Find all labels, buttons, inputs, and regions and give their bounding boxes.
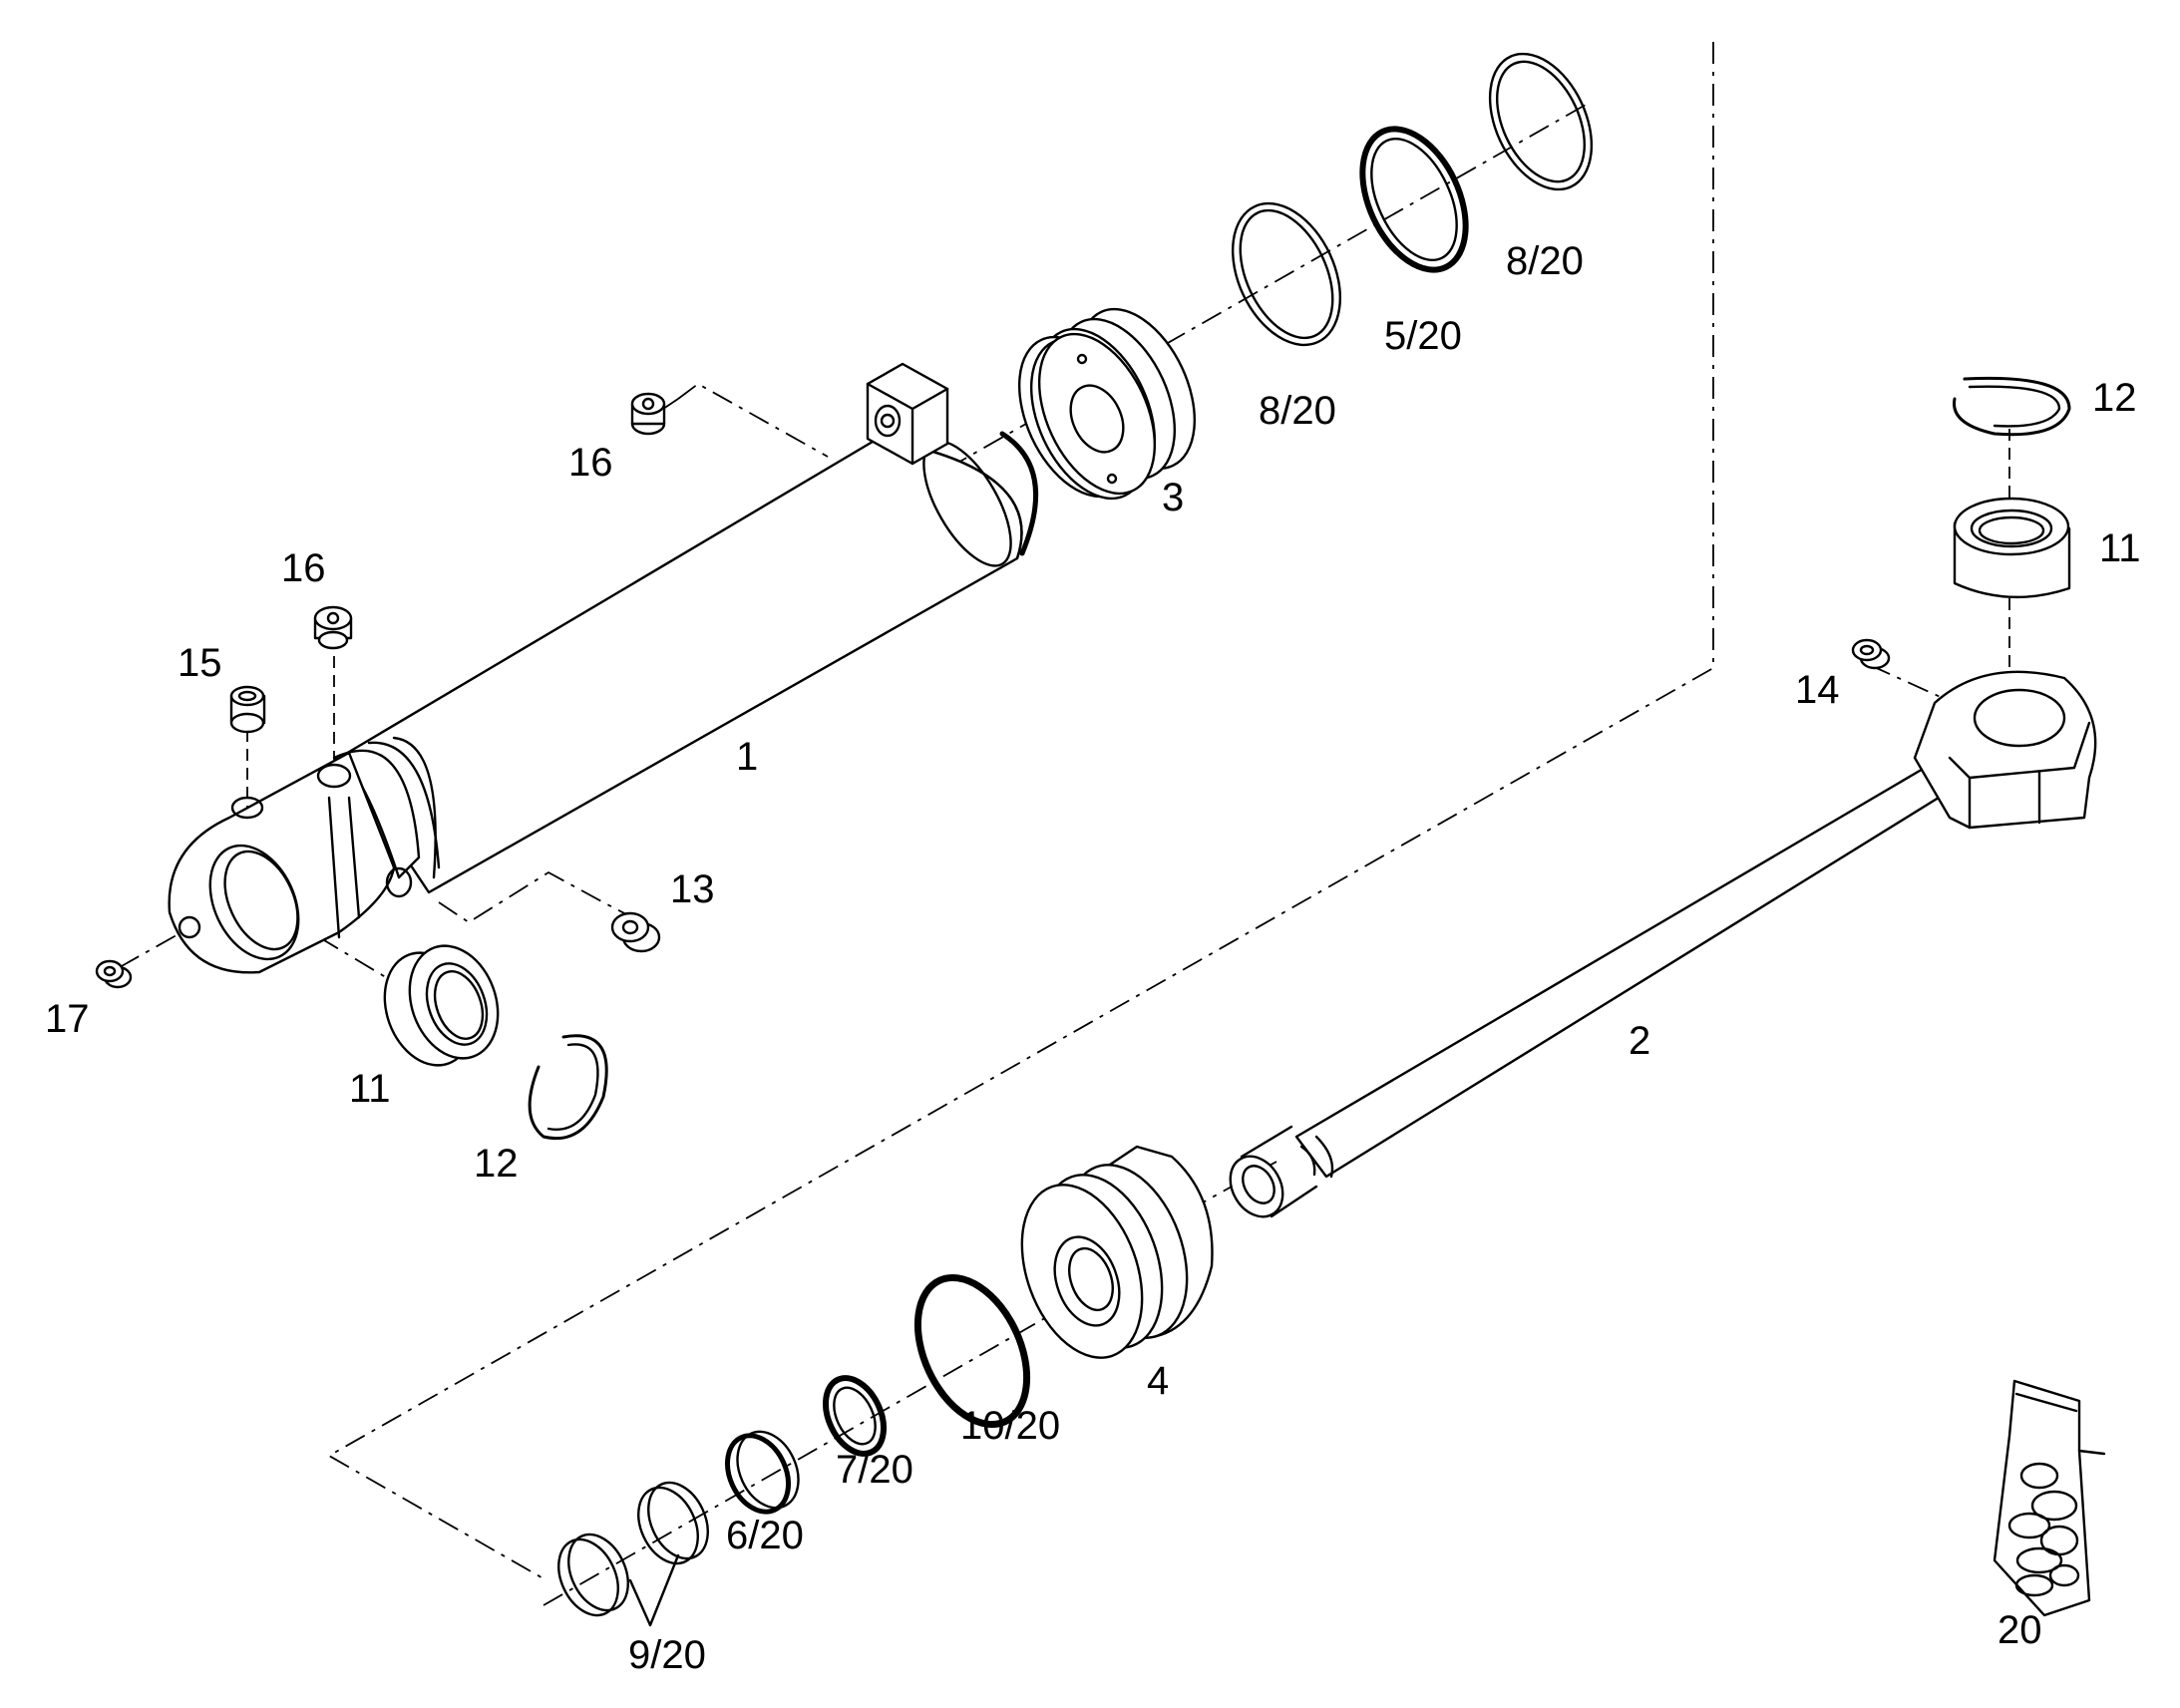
fitting-16-side xyxy=(313,605,353,650)
circlip-12-right xyxy=(1953,376,2071,437)
bearing-11-right xyxy=(1953,497,2071,599)
seal-ring-8a xyxy=(1488,52,1594,191)
piston xyxy=(1017,307,1197,501)
callout-20: 20 xyxy=(1998,1608,2042,1652)
callout-5-20: 5/20 xyxy=(1384,314,1462,358)
wear-ring-9a xyxy=(637,1481,709,1565)
callout-11-right: 11 xyxy=(2099,526,2141,570)
callout-1: 1 xyxy=(736,735,758,779)
callout-3: 3 xyxy=(1162,476,1184,519)
fitting-14 xyxy=(1851,638,1891,670)
callout-8-20-top: 8/20 xyxy=(1506,239,1584,283)
callout-16-top: 16 xyxy=(568,441,613,485)
seal-kit-bag-icon xyxy=(1993,1379,2106,1617)
bearing-11-left xyxy=(383,944,500,1067)
callout-13: 13 xyxy=(670,867,715,911)
o-ring-10 xyxy=(913,1273,1031,1429)
callouts: 1 2 3 4 5/20 6/20 7/20 8/20 8/20 9/20 10… xyxy=(45,239,2141,1677)
cylinder-barrel xyxy=(168,362,1039,974)
circlip-12-left xyxy=(528,1034,608,1141)
callout-12-right: 12 xyxy=(2092,376,2137,420)
callout-6-20: 6/20 xyxy=(726,1514,804,1557)
seal-ring-8b xyxy=(1231,201,1342,347)
callout-11-left: 11 xyxy=(349,1067,391,1111)
wear-ring-9b xyxy=(557,1533,680,1627)
callout-14: 14 xyxy=(1795,668,1840,712)
callout-4: 4 xyxy=(1147,1359,1169,1403)
cylinder-head xyxy=(1020,1145,1214,1359)
callout-8-20-mid: 8/20 xyxy=(1259,389,1336,433)
callout-2: 2 xyxy=(1629,1019,1650,1063)
fitting-13 xyxy=(610,911,661,953)
fitting-16-top xyxy=(630,392,666,436)
callout-10-20: 10/20 xyxy=(960,1404,1060,1448)
callout-12-left: 12 xyxy=(474,1142,519,1186)
fitting-17 xyxy=(95,959,133,989)
seal-ring-6 xyxy=(725,1430,800,1515)
callout-16-side: 16 xyxy=(281,546,326,590)
seal-ring-7 xyxy=(822,1375,888,1457)
piston-rod xyxy=(1229,670,2097,1218)
fitting-15 xyxy=(229,685,266,734)
callout-15: 15 xyxy=(178,641,222,685)
seal-ring-5 xyxy=(1359,126,1469,273)
callout-7-20: 7/20 xyxy=(836,1448,913,1492)
callout-17: 17 xyxy=(45,997,90,1041)
callout-9-20: 9/20 xyxy=(628,1633,706,1677)
